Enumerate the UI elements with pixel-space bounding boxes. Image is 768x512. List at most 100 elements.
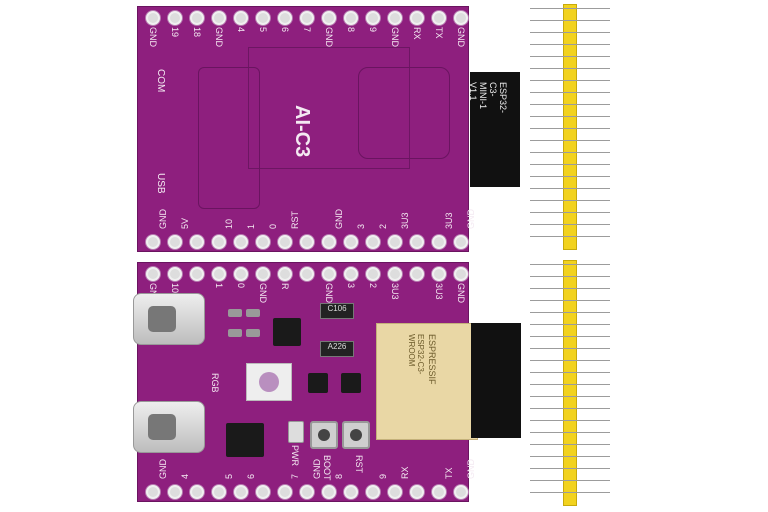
- pin-hole: [168, 267, 182, 281]
- header-pin: [530, 276, 610, 277]
- header-pin: [530, 32, 610, 33]
- header-pin: [530, 236, 610, 237]
- header-pin: [530, 420, 610, 421]
- pin-hole: [256, 235, 270, 249]
- pin-hole: [366, 11, 380, 25]
- header-pin: [530, 384, 610, 385]
- pin-label: RX: [412, 27, 422, 40]
- pin-label: 5V: [180, 217, 190, 229]
- header-pin: [530, 444, 610, 445]
- smd-resistor: [228, 329, 242, 337]
- pin-hole: [234, 485, 248, 499]
- header-pin: [530, 348, 610, 349]
- pin-hole: [168, 485, 182, 499]
- pin-hole: [300, 267, 314, 281]
- pin-hole: [300, 235, 314, 249]
- sticker-text: ESP32-C3-MINI-1 V1.1: [468, 82, 508, 114]
- pin-hole: [168, 235, 182, 249]
- header-plastic: [563, 4, 577, 250]
- trace-region: [198, 67, 260, 209]
- header-pin: [530, 128, 610, 129]
- pin-label: 3U3: [390, 283, 400, 300]
- pin-label: GND: [324, 283, 334, 303]
- pin-hole: [344, 485, 358, 499]
- pin-header-strip-bottom: [530, 260, 610, 506]
- pin-hole: [190, 485, 204, 499]
- pin-label: GND: [312, 459, 322, 479]
- usb-c-connector-icon: [133, 401, 205, 453]
- pin-label: GND: [456, 283, 466, 303]
- pin-hole: [322, 235, 336, 249]
- pin-hole: [278, 11, 292, 25]
- pin-label: GND: [456, 27, 466, 47]
- pin-hole: [366, 235, 380, 249]
- pin-hole: [190, 235, 204, 249]
- pin-hole: [190, 267, 204, 281]
- pin-hole: [388, 235, 402, 249]
- boot-label: BOOT: [322, 455, 332, 481]
- pin-hole: [168, 11, 182, 25]
- pin-hole: [432, 235, 446, 249]
- pin-hole: [300, 11, 314, 25]
- capacitor-c106: C106: [320, 303, 354, 319]
- pin-label: 2: [368, 283, 378, 289]
- header-pin: [530, 92, 610, 93]
- smd-resistor: [246, 309, 260, 317]
- pin-hole: [212, 485, 226, 499]
- pin-hole: [322, 11, 336, 25]
- pin-hole: [234, 11, 248, 25]
- header-pin: [530, 492, 610, 493]
- pin-label: GND: [390, 27, 400, 47]
- header-pin: [530, 480, 610, 481]
- pin-hole: [278, 485, 292, 499]
- pin-label: 7: [290, 473, 300, 479]
- pin-hole: [146, 485, 160, 499]
- boot-button-icon[interactable]: [310, 421, 338, 449]
- pin-hole: [146, 235, 160, 249]
- pin-label: GND: [158, 209, 168, 229]
- pin-hole: [256, 485, 270, 499]
- rst-label: RST: [354, 455, 364, 473]
- pin-label: TX: [434, 27, 444, 39]
- pin-hole: [234, 267, 248, 281]
- header-pin: [530, 116, 610, 117]
- header-pin: [530, 188, 610, 189]
- pin-label: 10: [170, 283, 180, 294]
- pin-label: 2: [378, 223, 388, 229]
- pin-label: 3U3: [400, 212, 410, 229]
- pin-label: 3U3: [444, 212, 454, 229]
- pin-hole: [410, 267, 424, 281]
- pin-hole: [410, 235, 424, 249]
- pin-label: 18: [192, 27, 202, 38]
- pin-label: 3U3: [434, 283, 444, 300]
- header-pin: [530, 164, 610, 165]
- pin-label: GND: [158, 459, 168, 479]
- pin-hole: [344, 235, 358, 249]
- header-pin: [530, 372, 610, 373]
- pin-label: 8: [346, 27, 356, 33]
- header-plastic: [563, 260, 577, 506]
- pin-label: GND: [466, 209, 476, 229]
- pin-hole: [366, 267, 380, 281]
- pin-label: 9: [378, 473, 388, 479]
- pin-label: GND: [334, 209, 344, 229]
- pin-label: 8: [334, 473, 344, 479]
- pin-label: 19: [170, 27, 180, 38]
- header-pin: [530, 104, 610, 105]
- header-pin: [530, 200, 610, 201]
- header-pin: [530, 456, 610, 457]
- capacitor-a226: A226: [320, 341, 354, 357]
- pin-hole: [146, 11, 160, 25]
- module-antenna: [471, 323, 521, 438]
- header-pin: [530, 212, 610, 213]
- transistor: [341, 373, 361, 393]
- pin-label: 1: [214, 283, 224, 289]
- trace-region: [248, 47, 410, 169]
- pin-hole: [388, 11, 402, 25]
- rst-button-icon[interactable]: [342, 421, 370, 449]
- bottom-board-front: GND1010GNDRGND323U33U3GND GND4567GND89RX…: [133, 262, 521, 502]
- header-pin: [530, 408, 610, 409]
- smd-resistor: [228, 309, 242, 317]
- pin-hole: [344, 11, 358, 25]
- header-pin: [530, 224, 610, 225]
